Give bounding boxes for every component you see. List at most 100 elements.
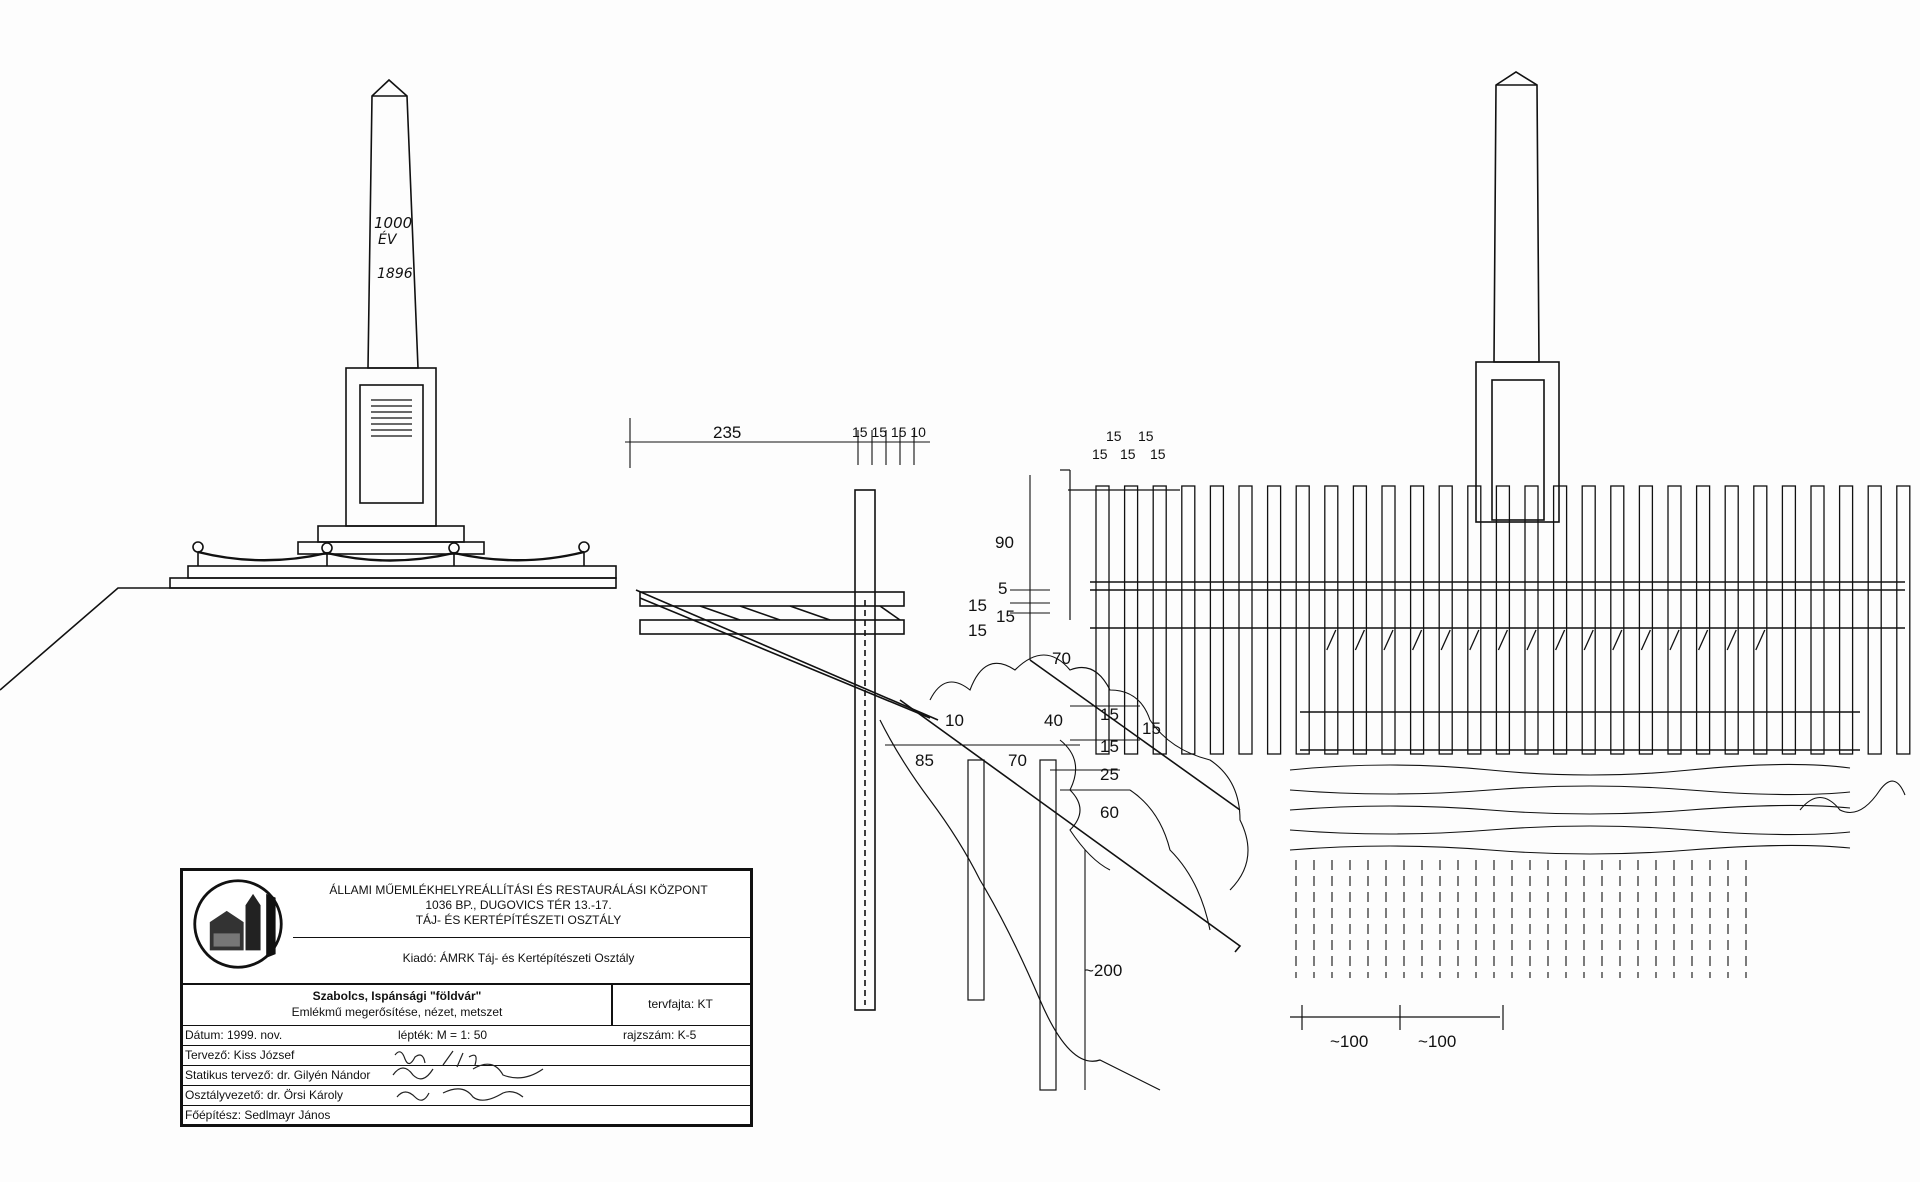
- fence-post: [1209, 485, 1225, 755]
- post-hatch: [1469, 629, 1480, 651]
- dim-5: 5: [998, 579, 1007, 598]
- fence-post: [1123, 485, 1139, 755]
- dim-top-15c: 15: [1092, 446, 1108, 462]
- dim-15-3: 15: [968, 621, 987, 640]
- post-hatch: [1583, 629, 1594, 651]
- fence-post: [1266, 485, 1282, 755]
- dim-70a: 70: [1052, 649, 1071, 668]
- post-hatch: [1698, 629, 1709, 651]
- dim-15-5: 15: [1142, 719, 1161, 738]
- fence-post: [1581, 485, 1596, 755]
- dim-25: 25: [1100, 765, 1119, 784]
- fence-post: [1896, 485, 1911, 755]
- signatures: [392, 1050, 544, 1101]
- fence-post: [1381, 485, 1396, 755]
- post-hatch: [1755, 629, 1766, 651]
- fence-post: [1638, 485, 1654, 755]
- dim-40: 40: [1044, 711, 1063, 730]
- dim-70b: 70: [1008, 751, 1027, 770]
- dim-top-15d: 15: [1120, 446, 1136, 462]
- fence-post: [1495, 485, 1511, 755]
- post-hatch: [1354, 629, 1365, 651]
- post-hatch: [1526, 629, 1537, 651]
- fence-post: [1409, 485, 1425, 755]
- structural-designer: Statikus tervező: dr. Gilyén Nándor: [185, 1068, 371, 1082]
- dim-15-1: 15: [968, 596, 987, 615]
- org-line-1: ÁLLAMI MŰEMLÉKHELYREÁLLÍTÁSI ÉS RESTAURÁ…: [329, 883, 708, 897]
- dim-200: ~200: [1084, 961, 1122, 980]
- fence-post: [1610, 485, 1625, 755]
- fence-post: [1838, 485, 1854, 755]
- fence-post: [1667, 485, 1682, 755]
- row-date: Dátum: 1999. nov. lépték: M = 1: 50 rajz…: [183, 1026, 750, 1046]
- fence-post: [1295, 485, 1310, 755]
- dim-top-15a: 15: [1106, 428, 1122, 444]
- post-hatch: [1326, 629, 1337, 651]
- fence-post: [1867, 485, 1882, 755]
- post-hatch: [1726, 629, 1737, 651]
- dimension-lines-center: [625, 418, 1140, 1090]
- fence-post: [1753, 485, 1768, 755]
- title-block: ÁLLAMI MŰEMLÉKHELYREÁLLÍTÁSI ÉS RESTAURÁ…: [180, 868, 753, 1127]
- row-chief: Főépítész: Sedlmayr János: [183, 1106, 750, 1125]
- fence-post: [1524, 485, 1539, 755]
- row-head: Osztályvezető: dr. Örsi Károly: [183, 1086, 750, 1106]
- fence-post: [1467, 485, 1482, 755]
- fence-post: [1552, 485, 1568, 755]
- inscription-1000: 1000: [374, 214, 412, 232]
- dim-85: 85: [915, 751, 934, 770]
- revetment-section: [639, 489, 1249, 1091]
- post-hatch: [1669, 629, 1680, 651]
- chief-architect: Főépítész: Sedlmayr János: [185, 1108, 331, 1122]
- fence-post: [1781, 485, 1797, 755]
- post-hatch: [1612, 629, 1623, 651]
- wattle-base: [1289, 763, 1851, 855]
- dim-90: 90: [995, 533, 1014, 552]
- earth-mound: [0, 587, 616, 691]
- fence-post: [1181, 485, 1196, 755]
- project-title: Szabolcs, Ispánsági "földvár" Emlékmű me…: [183, 983, 613, 1026]
- row-designer: Tervező: Kiss József: [183, 1046, 750, 1066]
- palisade-fence: [1095, 485, 1911, 755]
- left-obelisk: [169, 78, 617, 589]
- post-hatch: [1640, 629, 1651, 651]
- post-hatch: [1383, 629, 1394, 651]
- scale: lépték: M = 1: 50: [398, 1028, 488, 1042]
- designer: Tervező: Kiss József: [185, 1048, 295, 1062]
- fence-post: [1152, 485, 1167, 755]
- dim-top-15e: 15: [1150, 446, 1166, 462]
- dim-235: 235: [713, 423, 741, 442]
- post-hatch: [1412, 629, 1423, 651]
- fence-post: [1352, 485, 1368, 755]
- dim-60: 60: [1100, 803, 1119, 822]
- plan-type: tervfajta: KT: [611, 983, 750, 1026]
- dim-15-6: 15: [1100, 737, 1119, 756]
- header-divider: [293, 937, 750, 938]
- fence-post: [1324, 485, 1339, 755]
- project-line-1: Szabolcs, Ispánsági "földvár": [312, 989, 482, 1003]
- dim-top-15b: 15: [1138, 428, 1154, 444]
- post-hatch: [1555, 629, 1566, 651]
- amrk-logo: [193, 879, 283, 969]
- drawing-number: rajzszám: K-5: [623, 1028, 697, 1042]
- department-head: Osztályvezető: dr. Örsi Károly: [185, 1088, 344, 1102]
- fence-post: [1724, 485, 1739, 755]
- row-structural: Statikus tervező: dr. Gilyén Nándor: [183, 1066, 750, 1086]
- right-obelisk: [1475, 71, 1560, 523]
- fence-post: [1695, 485, 1711, 755]
- dim-15-15-15-10: 15 15 15 10: [852, 424, 926, 440]
- org-line-2: 1036 BP., DUGOVICS TÉR 13.-17.: [425, 898, 612, 912]
- publisher: Kiadó: ÁMRK Táj- és Kertépítészeti Osztá…: [402, 951, 635, 965]
- dim-15-2: 15: [996, 607, 1015, 626]
- inscription-year: 1896: [377, 266, 413, 282]
- post-hatch: [1440, 629, 1451, 651]
- post-hatch: [1497, 629, 1508, 651]
- fence-post: [1810, 485, 1825, 755]
- project-line-2: Emlékmű megerősítése, nézet, metszet: [291, 1005, 503, 1019]
- fence-post: [1238, 485, 1253, 755]
- date: Dátum: 1999. nov.: [185, 1028, 283, 1042]
- dim-15-4: 15: [1100, 705, 1119, 724]
- inscription-ev: ÉV: [378, 231, 398, 248]
- org-line-3: TÁJ- ÉS KERTÉPÍTÉSZETI OSZTÁLY: [415, 913, 622, 927]
